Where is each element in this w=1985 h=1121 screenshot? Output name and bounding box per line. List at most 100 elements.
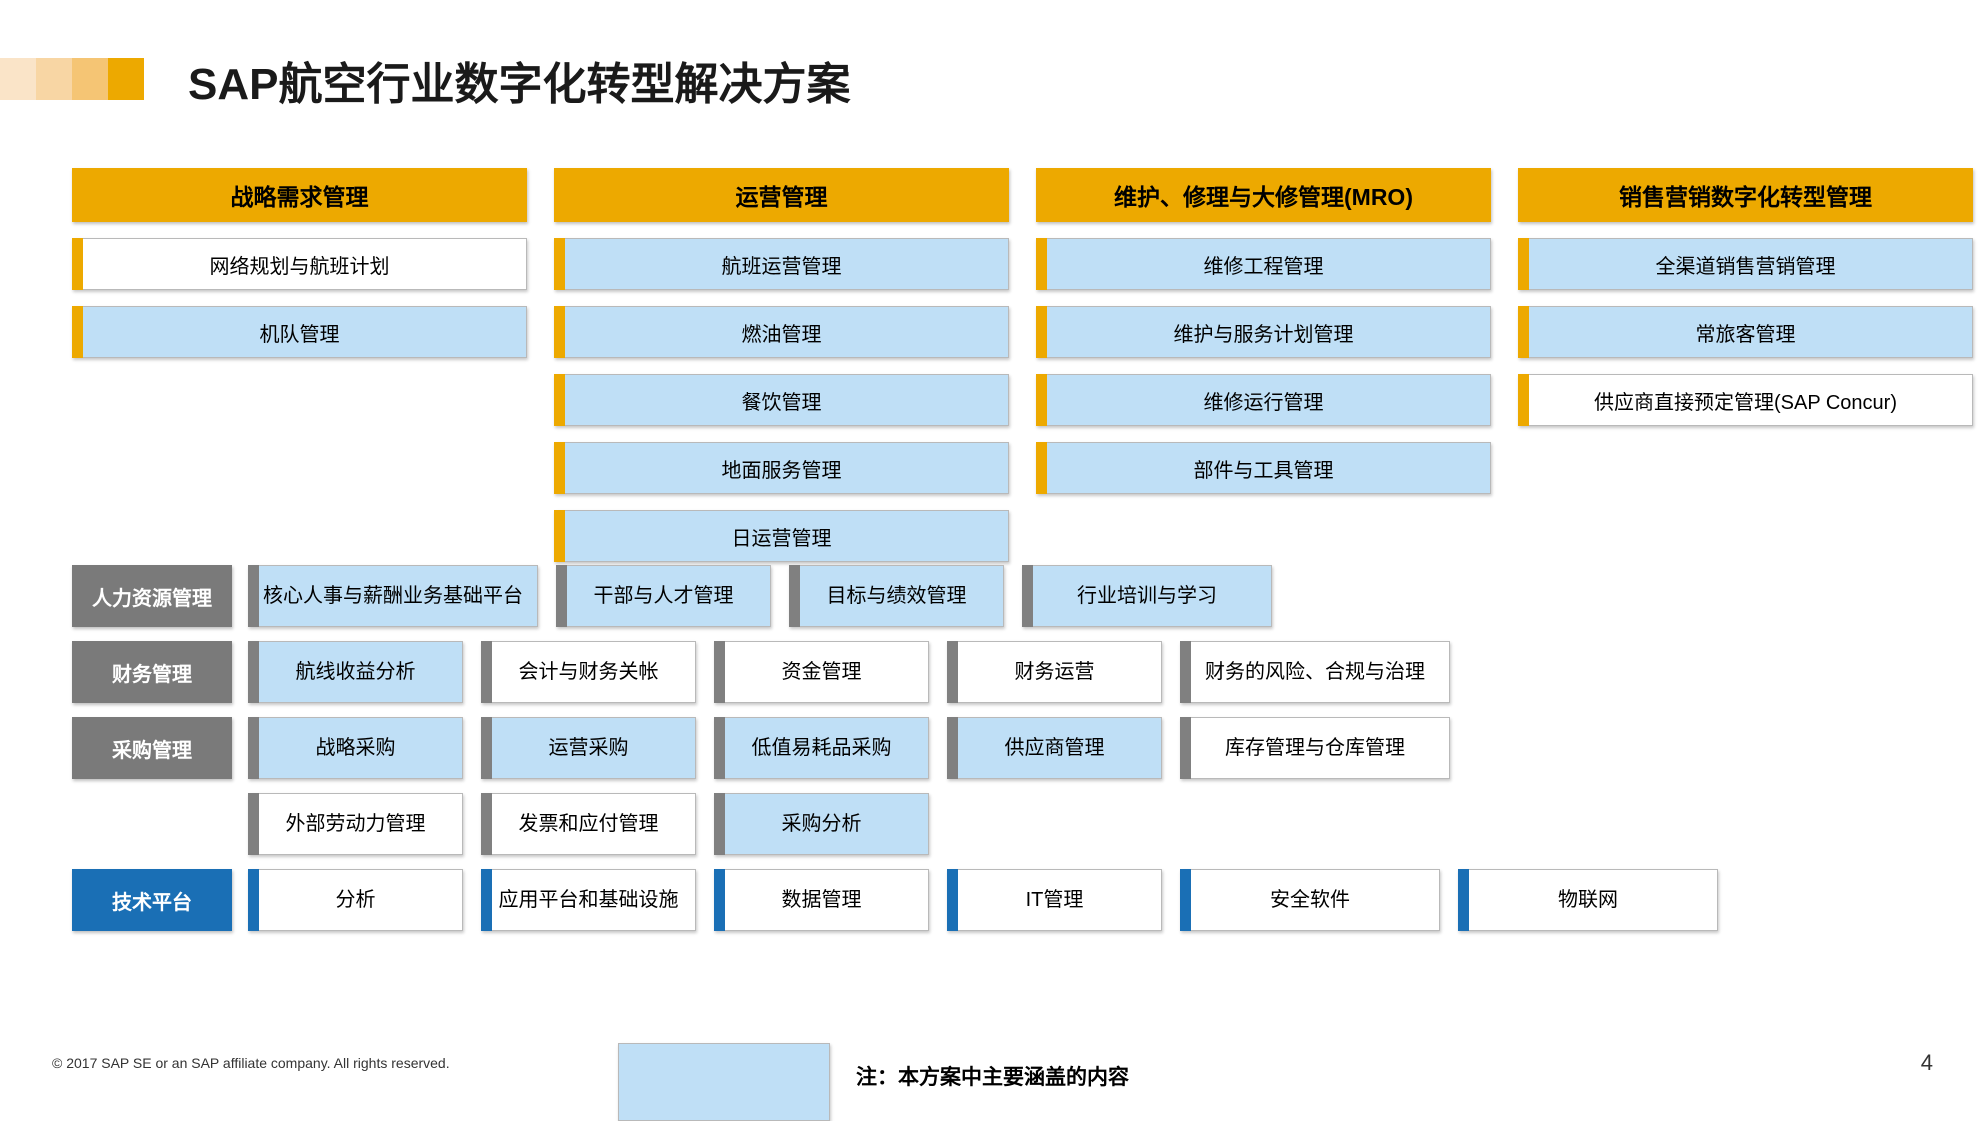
- capability-cell-label: 行业培训与学习: [1077, 584, 1217, 607]
- cell-accent-bar: [248, 641, 259, 703]
- capability-cell[interactable]: 干部与人才管理: [556, 565, 771, 627]
- cell-accent-bar: [248, 717, 259, 779]
- column-header[interactable]: 运营管理: [554, 168, 1009, 222]
- top-column-grid: 战略需求管理网络规划与航班计划机队管理 运营管理航班运营管理燃油管理餐饮管理地面服…: [72, 168, 1973, 578]
- capability-cell[interactable]: 维修工程管理: [1036, 238, 1491, 290]
- capability-cell[interactable]: 供应商管理: [947, 717, 1162, 779]
- cell-accent-bar: [554, 442, 565, 494]
- capability-cell[interactable]: IT管理: [947, 869, 1162, 931]
- capability-cell[interactable]: 外部劳动力管理: [248, 793, 463, 855]
- gradient-segment-1: [0, 58, 36, 100]
- column-header[interactable]: 维护、修理与大修管理(MRO): [1036, 168, 1491, 222]
- capability-cell[interactable]: 行业培训与学习: [1022, 565, 1272, 627]
- capability-cell[interactable]: 燃油管理: [554, 306, 1009, 358]
- capability-column: 销售营销数字化转型管理全渠道销售营销管理常旅客管理供应商直接预定管理(SAP C…: [1518, 168, 1973, 578]
- capability-cell[interactable]: 网络规划与航班计划: [72, 238, 527, 290]
- capability-cell[interactable]: 航班运营管理: [554, 238, 1009, 290]
- cell-accent-bar: [72, 306, 83, 358]
- capability-cell-label: 供应商管理: [1004, 736, 1105, 759]
- column-header[interactable]: 战略需求管理: [72, 168, 527, 222]
- gradient-segment-2: [36, 58, 72, 100]
- capability-cell[interactable]: 资金管理: [714, 641, 929, 703]
- capability-cell[interactable]: 供应商直接预定管理(SAP Concur): [1518, 374, 1973, 426]
- capability-cell[interactable]: 机队管理: [72, 306, 527, 358]
- capability-cell-label: 机队管理: [259, 323, 340, 346]
- capability-cell[interactable]: 常旅客管理: [1518, 306, 1973, 358]
- capability-cell[interactable]: 低值易耗品采购: [714, 717, 929, 779]
- capability-cell[interactable]: 财务的风险、合规与治理: [1180, 641, 1450, 703]
- capability-cell[interactable]: 部件与工具管理: [1036, 442, 1491, 494]
- capability-cell[interactable]: 安全软件: [1180, 869, 1440, 931]
- capability-column: 运营管理航班运营管理燃油管理餐饮管理地面服务管理日运营管理: [554, 168, 1009, 578]
- row-label[interactable]: 财务管理: [72, 641, 232, 703]
- cell-accent-bar: [556, 565, 567, 627]
- capability-cell[interactable]: 维修运行管理: [1036, 374, 1491, 426]
- cell-accent-bar: [481, 641, 492, 703]
- capability-cell-label: 餐饮管理: [741, 391, 822, 414]
- capability-column: 维护、修理与大修管理(MRO) 维修工程管理维护与服务计划管理维修运行管理部件与工…: [1036, 168, 1491, 578]
- capability-cell[interactable]: 应用平台和基础设施: [481, 869, 696, 931]
- capability-cell-label: IT管理: [1025, 888, 1084, 911]
- row-label[interactable]: 技术平台: [72, 869, 232, 931]
- capability-cell[interactable]: 采购分析: [714, 793, 929, 855]
- capability-cell-label: 物联网: [1558, 888, 1618, 911]
- capability-cell-label: 采购分析: [781, 812, 862, 835]
- capability-cell[interactable]: 全渠道销售营销管理: [1518, 238, 1973, 290]
- capability-row: 采购管理战略采购运营采购 低值易耗品采购 供应商管理 库存管理与仓库管理: [72, 717, 1932, 779]
- capability-cell[interactable]: 会计与财务关帐: [481, 641, 696, 703]
- capability-cell[interactable]: 数据管理: [714, 869, 929, 931]
- cell-accent-bar: [1518, 374, 1529, 426]
- capability-cell-label: 低值易耗品采购: [751, 736, 892, 759]
- capability-cell-label: 维修运行管理: [1203, 391, 1324, 414]
- title-accent-gradient-bar: [0, 58, 144, 100]
- cell-accent-bar: [1036, 374, 1047, 426]
- legend-note-text: 注：本方案中主要涵盖的内容: [856, 1066, 1129, 1089]
- row-label: [72, 793, 232, 855]
- capability-row: 外部劳动力管理 发票和应付管理 采购分析: [72, 793, 1932, 855]
- row-cells: 战略采购运营采购 低值易耗品采购 供应商管理 库存管理与仓库管理: [248, 717, 1468, 779]
- cell-accent-bar: [554, 238, 565, 290]
- page-number: 4: [1920, 1050, 1933, 1075]
- capability-cell[interactable]: 发票和应付管理: [481, 793, 696, 855]
- capability-cell[interactable]: 物联网: [1458, 869, 1718, 931]
- capability-cell[interactable]: 地面服务管理: [554, 442, 1009, 494]
- capability-cell[interactable]: 航线收益分析: [248, 641, 463, 703]
- capability-cell[interactable]: 战略采购: [248, 717, 463, 779]
- capability-cell[interactable]: 餐饮管理: [554, 374, 1009, 426]
- capability-cell[interactable]: 分析: [248, 869, 463, 931]
- cell-accent-bar: [714, 641, 725, 703]
- cell-accent-bar: [481, 793, 492, 855]
- legend-color-swatch: [618, 1043, 830, 1121]
- capability-row: 技术平台 分析 应用平台和基础设施 数据管理 IT管理 安全软件 物联网: [72, 869, 1932, 931]
- capability-cell-label: 库存管理与仓库管理: [1225, 736, 1405, 759]
- capability-cell-label: 发票和应付管理: [518, 812, 659, 835]
- cell-accent-bar: [1022, 565, 1033, 627]
- capability-cell[interactable]: 目标与绩效管理: [789, 565, 1004, 627]
- capability-cell-label: 分析: [335, 888, 376, 911]
- cell-accent-bar: [1180, 717, 1191, 779]
- capability-cell-label: 数据管理: [781, 888, 862, 911]
- column-header[interactable]: 销售营销数字化转型管理: [1518, 168, 1973, 222]
- capability-cell-label: 资金管理: [781, 660, 862, 683]
- row-label[interactable]: 人力资源管理: [72, 565, 232, 627]
- capability-cell-label: 维修工程管理: [1203, 255, 1324, 278]
- cell-accent-bar: [72, 238, 83, 290]
- capability-cell[interactable]: 财务运营: [947, 641, 1162, 703]
- capability-row: 财务管理 航线收益分析 会计与财务关帐 资金管理 财务运营财务的风险、合规与治理: [72, 641, 1932, 703]
- capability-cell[interactable]: 维护与服务计划管理: [1036, 306, 1491, 358]
- capability-cell-label: 安全软件: [1270, 888, 1350, 911]
- capability-cell[interactable]: 核心人事与薪酬业务基础平台: [248, 565, 538, 627]
- capability-cell-label: 航班运营管理: [721, 255, 842, 278]
- copyright-text: © 2017 SAP SE or an SAP affiliate compan…: [52, 1055, 450, 1071]
- cell-accent-bar: [714, 793, 725, 855]
- row-cells: 分析 应用平台和基础设施 数据管理 IT管理 安全软件 物联网: [248, 869, 1736, 931]
- capability-cell-label: 航线收益分析: [295, 660, 416, 683]
- capability-cell[interactable]: 运营采购: [481, 717, 696, 779]
- capability-cell[interactable]: 库存管理与仓库管理: [1180, 717, 1450, 779]
- legend: 注：本方案中主要涵盖的内容: [618, 1043, 1129, 1121]
- capability-cell[interactable]: 日运营管理: [554, 510, 1009, 562]
- capability-cell-label: 目标与绩效管理: [826, 584, 967, 607]
- gradient-segment-4: [108, 58, 144, 100]
- row-label[interactable]: 采购管理: [72, 717, 232, 779]
- cell-accent-bar: [714, 717, 725, 779]
